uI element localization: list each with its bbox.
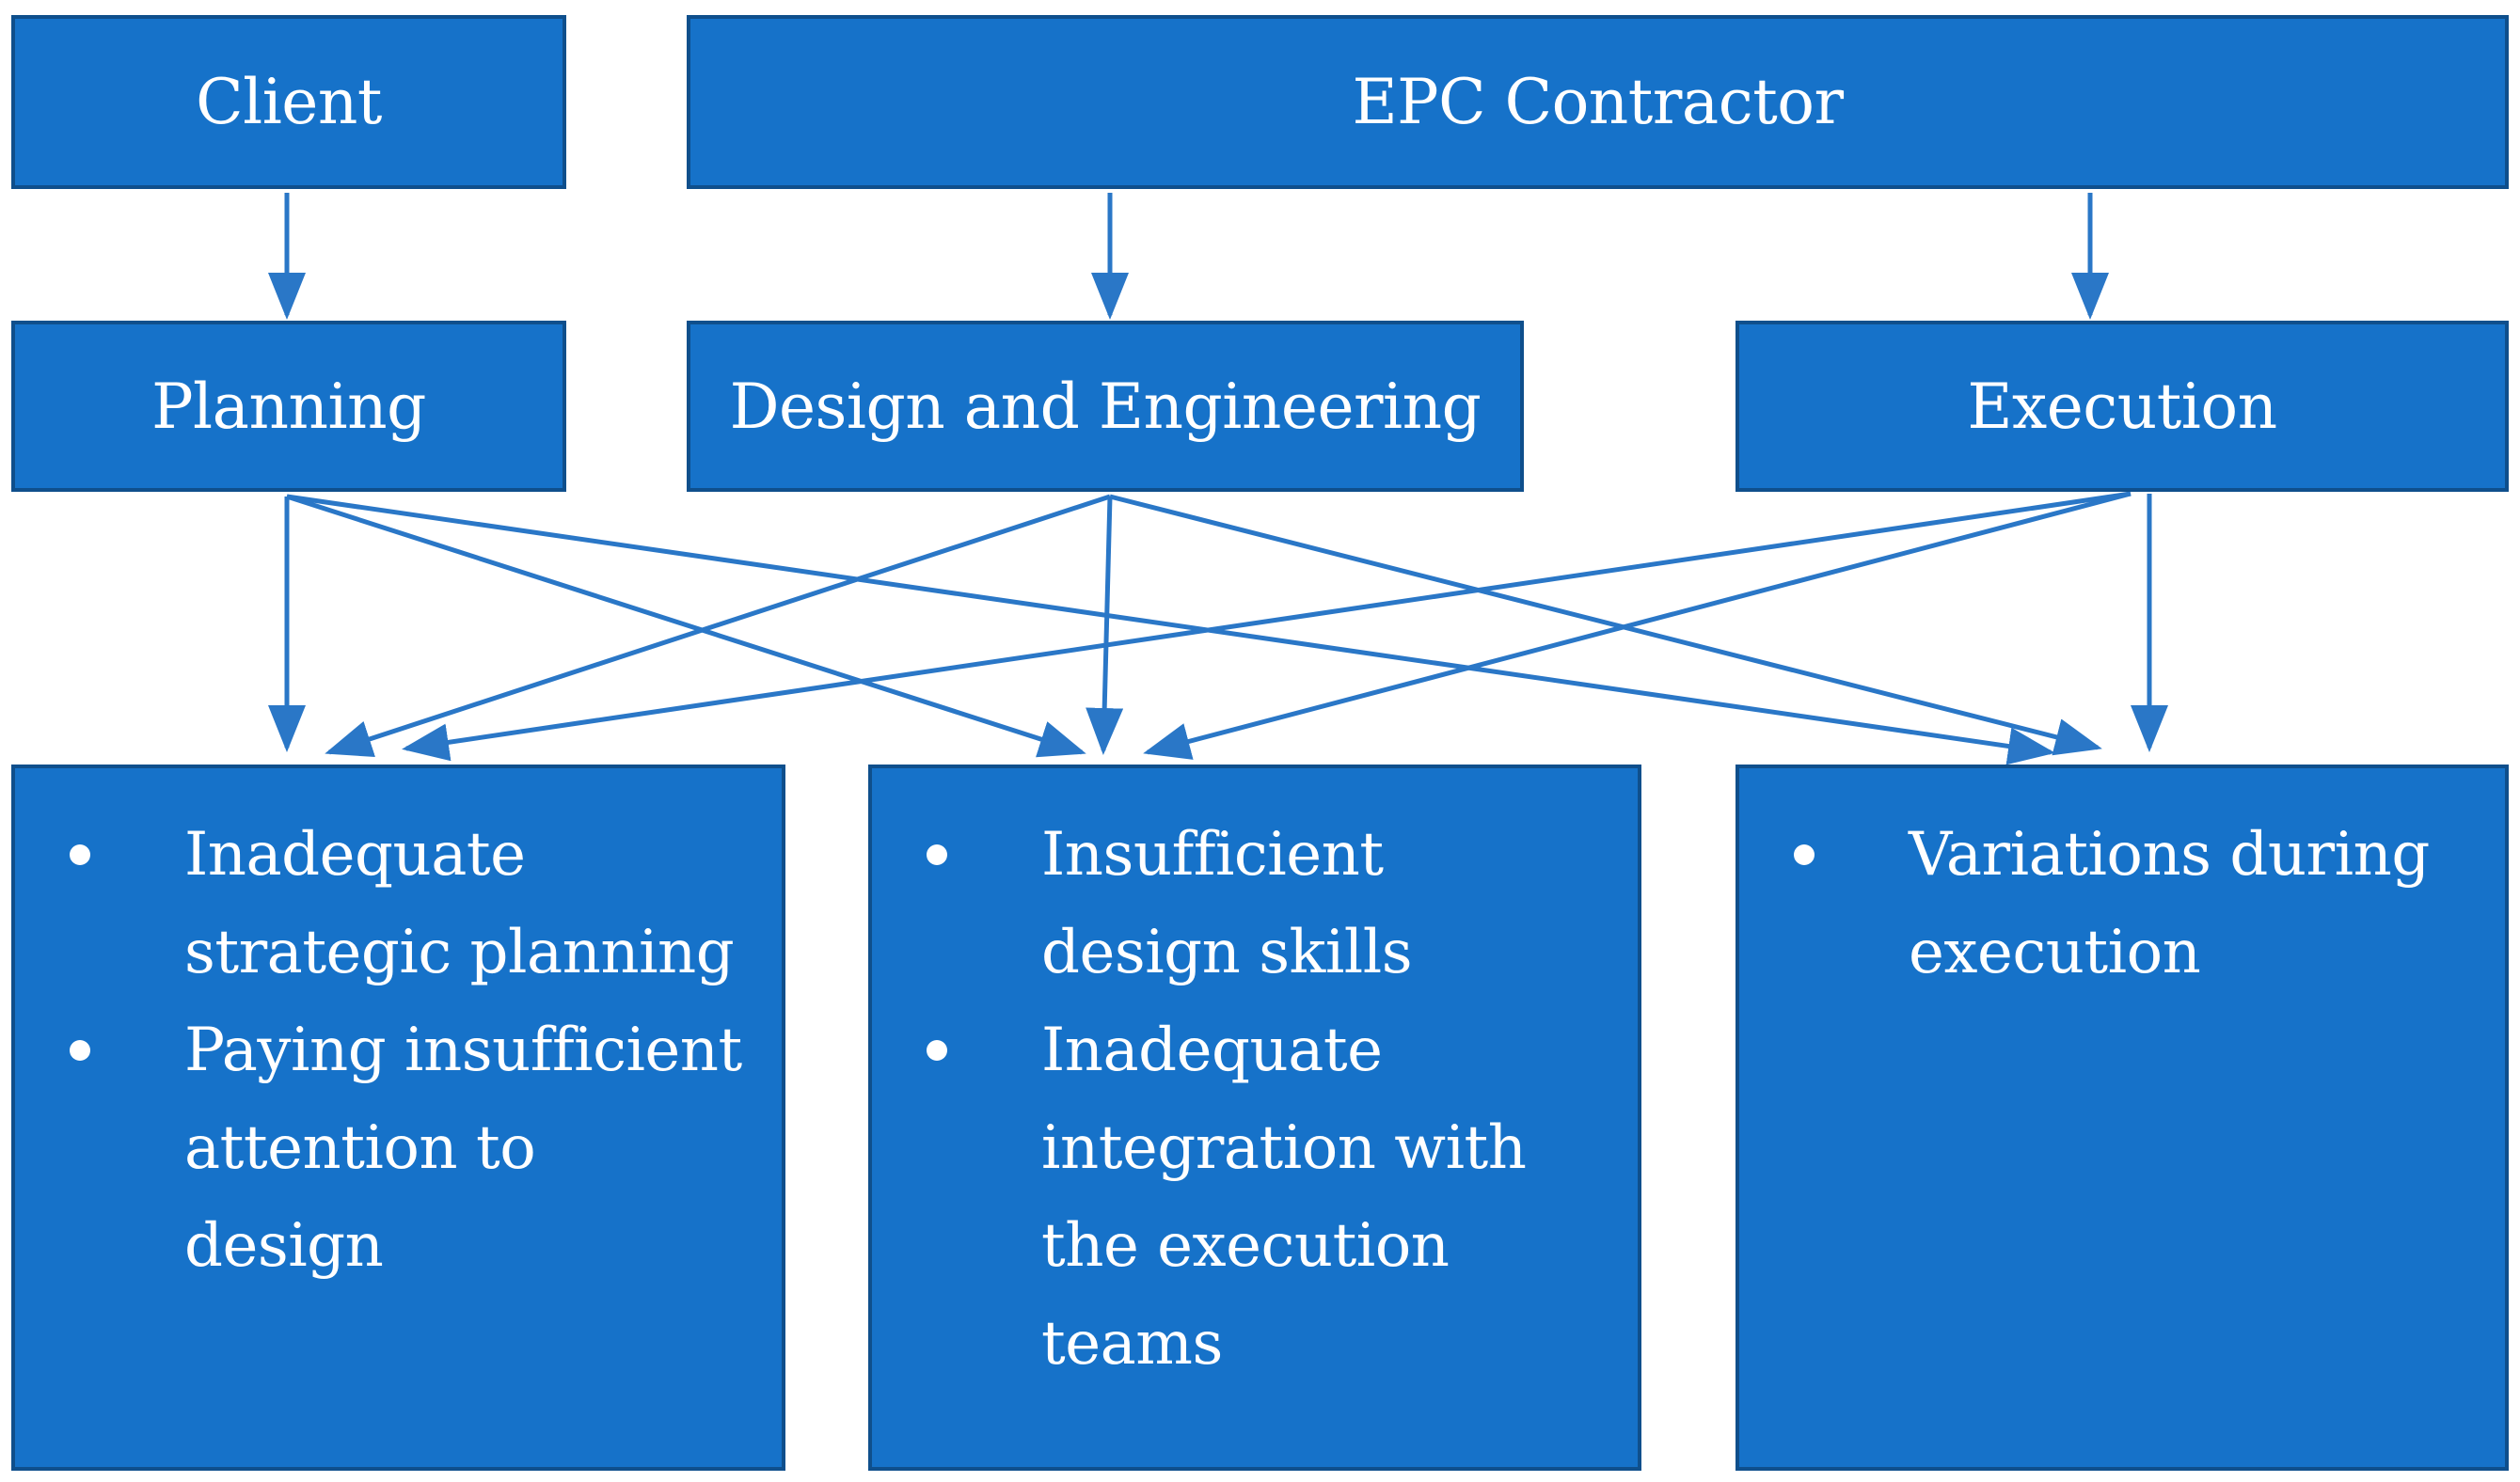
execution-box: Execution: [1735, 321, 2509, 492]
design-issues-list: Insufficient design skills Inadequate in…: [872, 806, 1600, 1393]
issue-text: Inadequate strategic planning: [184, 820, 735, 987]
planning-issues-list: Inadequate strategic planning Paying ins…: [15, 806, 744, 1295]
list-item: Variations during execution: [1739, 806, 2467, 1001]
client-box: Client: [11, 15, 566, 189]
design-engineering-box: Design and Engineering: [687, 321, 1524, 492]
arrow-execution-to-planning-issues: [402, 491, 2132, 762]
arrow-design-to-execution-issues: [1109, 494, 2102, 756]
list-item: Paying insufficient attention to design: [15, 1001, 744, 1295]
bullet-icon: [927, 844, 947, 865]
planning-issues-box: Inadequate strategic planning Paying ins…: [11, 765, 785, 1471]
arrow-design-to-design-issues: [1086, 496, 1124, 755]
epc-contractor-box: EPC Contractor: [687, 15, 2509, 189]
list-item: Inadequate integration with the executio…: [872, 1001, 1600, 1393]
bullet-icon: [70, 844, 90, 865]
issue-text: Insufficient design skills: [1041, 820, 1413, 987]
design-issues-box: Insufficient design skills Inadequate in…: [868, 765, 1641, 1471]
arrow-execution-to-design-issues: [1143, 491, 2132, 760]
issue-text: Inadequate integration with the executio…: [1041, 1016, 1527, 1379]
execution-issues-box: Variations during execution: [1735, 765, 2509, 1471]
arrow-planning-to-execution-issues: [286, 494, 2055, 765]
planning-label: Planning: [151, 370, 426, 443]
epc-contractor-label: EPC Contractor: [1352, 66, 1845, 138]
planning-box: Planning: [11, 321, 566, 492]
execution-issues-list: Variations during execution: [1739, 806, 2467, 1001]
bullet-icon: [1794, 844, 1815, 865]
bullet-icon: [927, 1040, 947, 1061]
issue-text: Variations during execution: [1909, 820, 2430, 987]
list-item: Insufficient design skills: [872, 806, 1600, 1001]
issue-text: Paying insufficient attention to design: [184, 1016, 742, 1281]
arrow-planning-to-design-issues: [286, 494, 1086, 758]
execution-label: Execution: [1967, 370, 2277, 443]
list-item: Inadequate strategic planning: [15, 806, 744, 1001]
client-label: Client: [196, 66, 382, 138]
bullet-icon: [70, 1040, 90, 1061]
arrow-design-to-planning-issues: [325, 494, 1111, 757]
design-engineering-label: Design and Engineering: [729, 370, 1482, 443]
